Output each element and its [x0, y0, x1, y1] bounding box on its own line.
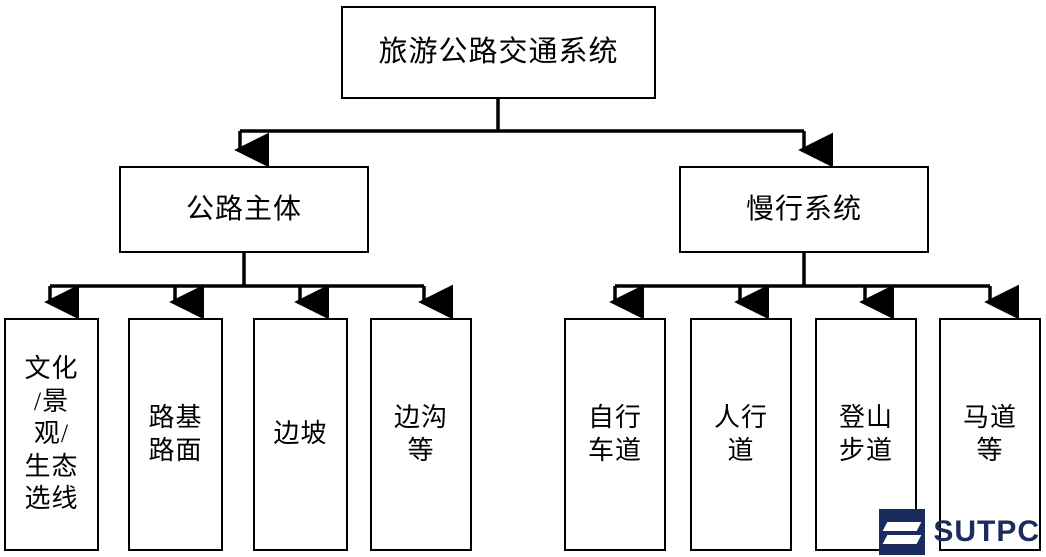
- node-leaf-bicycle-lane: 自行 车道: [564, 318, 666, 551]
- node-root: 旅游公路交通系统: [341, 6, 656, 99]
- node-level2-slow-traffic-system: 慢行系统: [679, 166, 929, 253]
- watermark-text: SUTPC: [933, 515, 1040, 548]
- node-leaf-culture-landscape-ecology-routing: 文化 /景 观/ 生态 选线: [4, 318, 99, 551]
- node-leaf-side-slope: 边坡: [253, 318, 348, 551]
- node-leaf-horse-trail-etc: 马道 等: [939, 318, 1041, 551]
- node-leaf-side-ditch-etc: 边沟 等: [370, 318, 472, 551]
- node-level2-highway-body: 公路主体: [119, 166, 369, 253]
- node-leaf-subgrade-pavement: 路基 路面: [128, 318, 223, 551]
- watermark: SUTPC: [879, 509, 1040, 555]
- node-leaf-sidewalk: 人行 道: [690, 318, 792, 551]
- sutpc-logo-icon: [879, 509, 926, 555]
